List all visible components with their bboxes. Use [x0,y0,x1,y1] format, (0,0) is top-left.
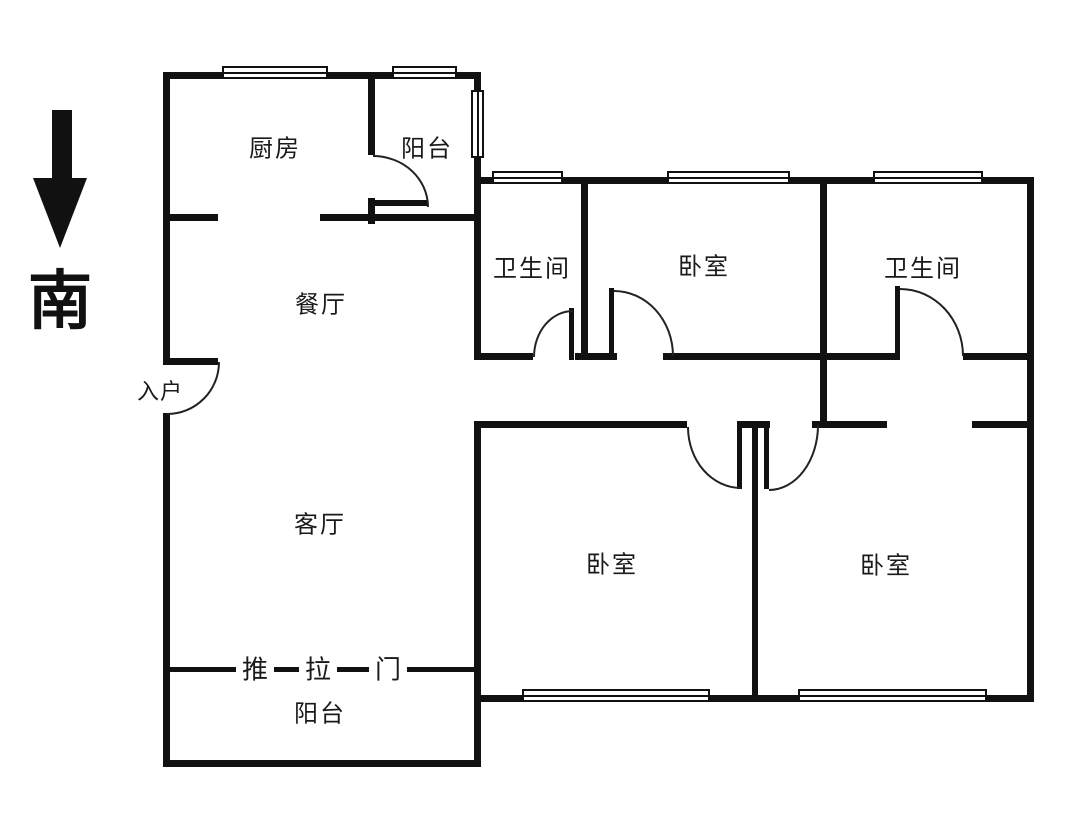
room-label-kitchen: 厨房 [249,134,301,163]
door-arc [533,310,573,357]
room-label-bedroom-south-middle: 卧室 [586,550,638,579]
window-symbol [667,171,790,184]
window-symbol [222,66,328,79]
wall [163,214,218,221]
window-symbol [798,689,987,702]
wall [474,695,1034,702]
wall [963,353,1034,360]
wall [474,72,481,360]
window-symbol [471,90,484,158]
room-label-dining-room: 餐厅 [295,290,347,319]
room-label-bedroom-north: 卧室 [678,252,730,281]
wall [474,353,533,360]
door-arc [900,288,964,356]
wall [474,421,481,767]
room-label-bedroom-south-east: 卧室 [860,551,912,580]
wall [812,421,887,428]
door-leaf [609,288,614,359]
window-symbol [873,171,983,184]
wall [474,421,687,428]
wall [163,760,481,767]
wall [163,413,170,765]
window-symbol [492,171,563,184]
wall [820,177,827,428]
sliding-door-char: 拉 [298,648,338,688]
entrance-label: 入户 [136,380,184,405]
room-label-bathroom-2: 卫生间 [884,254,962,283]
wall [320,214,481,221]
door-arc [614,290,674,356]
window-symbol [522,689,710,702]
sliding-door-char: 推 [235,648,275,688]
wall [1027,177,1034,702]
room-label-bathroom-1: 卫生间 [493,254,571,283]
entrance-door-leaf [163,358,218,365]
wall [752,421,758,702]
sliding-door-char: 门 [368,648,408,688]
door-leaf [764,423,769,489]
wall [663,353,898,360]
room-label-living-room: 客厅 [294,510,346,539]
window-symbol [392,66,457,79]
south-arrow-head-icon [33,178,87,248]
wall [972,421,1034,428]
wall [581,177,588,360]
door-arc [687,427,741,489]
wall [368,72,375,155]
door-arc [769,425,819,491]
room-label-balcony-north: 阳台 [401,134,453,163]
room-label-balcony-south: 阳台 [294,699,346,728]
door-leaf [895,286,900,360]
south-label: 南 [28,265,92,339]
door-leaf [368,198,375,224]
south-arrow-icon [52,110,72,180]
wall [575,353,617,360]
